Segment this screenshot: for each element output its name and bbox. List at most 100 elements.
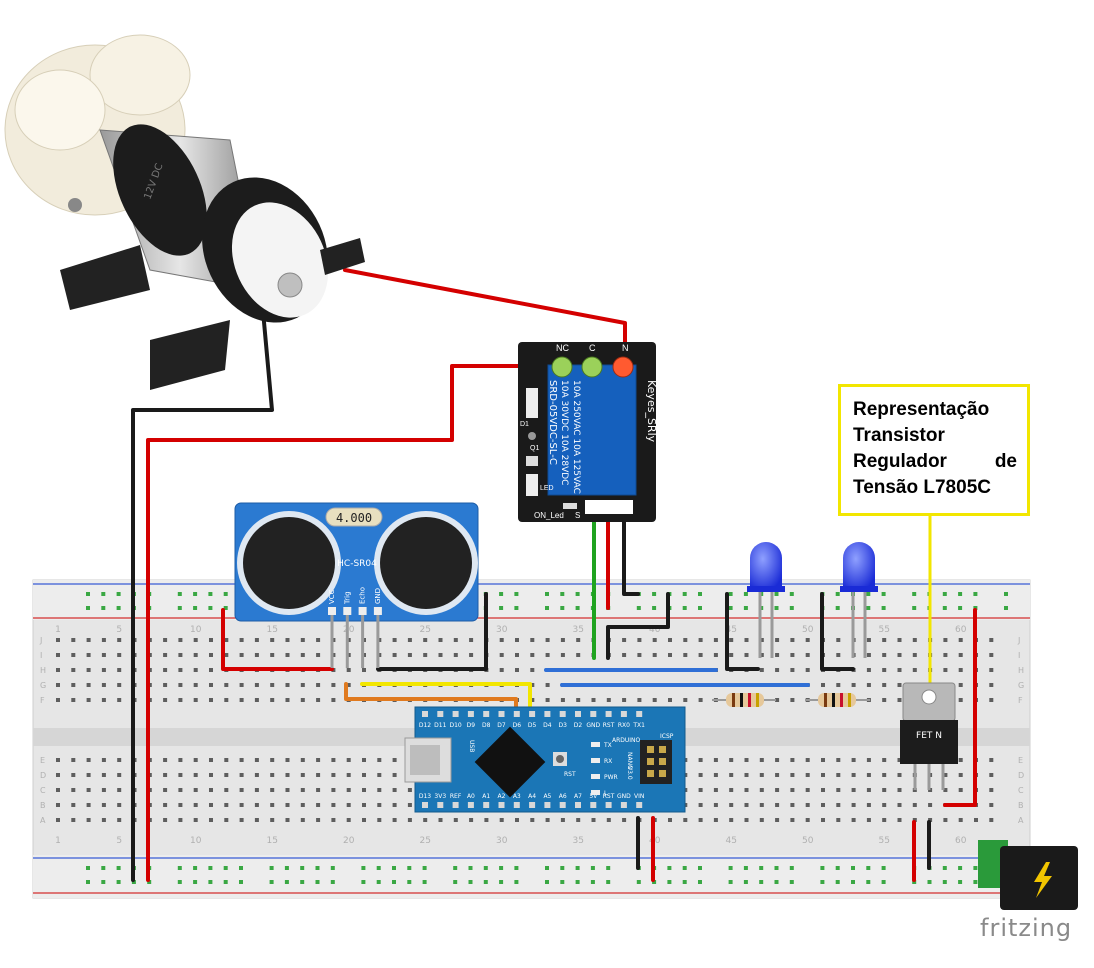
- hole: [713, 653, 718, 657]
- nano-pin: [620, 802, 627, 808]
- hole: [943, 653, 948, 657]
- hole: [897, 698, 902, 702]
- hole: [346, 758, 351, 762]
- rail-hole: [698, 592, 702, 596]
- hole: [193, 653, 198, 657]
- hole: [958, 698, 963, 702]
- hole: [790, 638, 795, 642]
- rail-hole: [101, 880, 106, 884]
- hole: [300, 758, 305, 762]
- column-number: 60: [955, 625, 967, 635]
- column-number: 55: [878, 625, 889, 635]
- rail-hole: [147, 880, 152, 884]
- hole: [285, 698, 290, 702]
- hole: [606, 698, 611, 702]
- rail-hole: [422, 866, 427, 870]
- rail-hole: [177, 592, 182, 596]
- column-number: 55: [878, 836, 889, 846]
- rail-hole: [575, 606, 580, 610]
- hole: [897, 758, 902, 762]
- hole: [545, 638, 550, 642]
- hole: [713, 638, 718, 642]
- hole: [882, 683, 887, 687]
- hole: [193, 638, 198, 642]
- hole: [866, 803, 871, 807]
- rail-hole: [1004, 592, 1008, 596]
- hole: [209, 818, 213, 822]
- hole: [652, 653, 657, 657]
- hole: [163, 773, 168, 777]
- hole: [989, 683, 994, 687]
- hole: [469, 638, 474, 642]
- rail-hole: [958, 880, 963, 884]
- nano-pin: [437, 802, 444, 808]
- hole: [331, 683, 336, 687]
- rail-hole: [728, 866, 733, 870]
- hole: [163, 818, 168, 822]
- nano-pin-label: RST: [603, 722, 615, 729]
- hole: [530, 668, 535, 672]
- rail-hole: [223, 592, 228, 596]
- rail-hole: [636, 880, 641, 884]
- rail-hole: [239, 866, 243, 870]
- hole: [866, 638, 871, 642]
- hole: [821, 818, 825, 822]
- hole: [117, 653, 122, 657]
- hole: [943, 668, 948, 672]
- hole: [270, 653, 275, 657]
- hole: [958, 638, 963, 642]
- rail-hole: [942, 880, 947, 884]
- hole: [469, 653, 474, 657]
- wires: [131, 268, 977, 882]
- nano-pin-label: TX1: [632, 722, 645, 729]
- hole: [912, 818, 917, 822]
- hole: [882, 698, 887, 702]
- nano-pin-label: D3: [558, 722, 567, 729]
- rail-hole: [361, 866, 366, 870]
- hole: [224, 818, 229, 822]
- hole: [209, 758, 213, 762]
- nano-pin-label: GND: [617, 793, 631, 800]
- nano-pin-label: A0: [467, 793, 475, 800]
- rail-hole: [131, 880, 136, 884]
- relay-model: SRD-05VDC-SL-C: [547, 380, 558, 465]
- rail-hole: [835, 880, 840, 884]
- rail-hole: [86, 866, 90, 870]
- hole: [316, 638, 321, 642]
- rail-hole: [866, 866, 871, 870]
- hole: [392, 758, 397, 762]
- hole: [101, 638, 106, 642]
- hole: [989, 698, 994, 702]
- hole: [821, 758, 825, 762]
- hole: [989, 803, 994, 807]
- rail-hole: [958, 592, 963, 596]
- hole: [331, 803, 336, 807]
- rail-hole: [315, 880, 320, 884]
- rail-hole: [86, 592, 90, 596]
- relay-part-q1: Q1: [530, 445, 539, 452]
- hole: [759, 668, 764, 672]
- hole: [362, 788, 366, 792]
- rail-hole: [193, 866, 198, 870]
- hole: [285, 773, 290, 777]
- hole: [821, 683, 825, 687]
- hole: [683, 818, 688, 822]
- column-number: 35: [572, 836, 583, 846]
- hole: [316, 773, 321, 777]
- hole: [285, 653, 290, 657]
- column-number: 45: [725, 625, 736, 635]
- row-letter: C: [1018, 786, 1024, 795]
- rail-hole: [590, 866, 595, 870]
- hole: [836, 653, 841, 657]
- hole: [622, 818, 627, 822]
- hole: [377, 788, 382, 792]
- hole: [254, 698, 259, 702]
- rail-hole: [86, 606, 90, 610]
- hole: [882, 788, 887, 792]
- hole: [316, 803, 321, 807]
- hole: [729, 773, 734, 777]
- hole: [637, 653, 642, 657]
- hole: [101, 758, 106, 762]
- icsp-pin: [659, 770, 666, 777]
- nano-board-label: RST: [564, 771, 576, 778]
